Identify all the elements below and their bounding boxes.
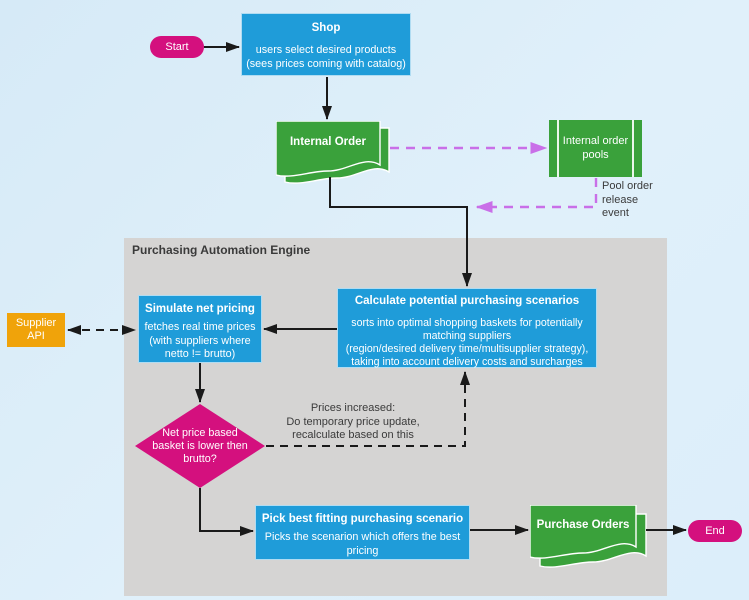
pools-title: Internal order pools (562, 135, 629, 161)
purchase-orders-title: Purchase Orders (536, 519, 630, 531)
shop-process: Shop users select desired products (sees… (241, 13, 411, 76)
prices-note-line: recalculate based on this (292, 429, 414, 441)
simulate-net-pricing-process: Simulate net pricing fetches real time p… (138, 295, 262, 363)
calculate-body-line: taking into account delivery costs and s… (351, 356, 583, 368)
calculate-body-line: sorts into optimal shopping baskets for … (351, 317, 583, 329)
internal-order-title: Internal Order (289, 136, 367, 148)
pools-side-line (557, 120, 559, 177)
pick-title: Pick best fitting purchasing scenario (261, 513, 464, 525)
end-terminator: End (688, 520, 742, 542)
decision-line: Net price based (162, 426, 238, 439)
simulate-body-line: netto != brutto) (164, 348, 236, 360)
pool-release-annotation: Pool order release event (602, 180, 653, 219)
end-label: End (705, 525, 725, 537)
prices-note-line: Prices increased: (310, 402, 396, 414)
container-title: Purchasing Automation Engine (132, 243, 311, 257)
start-terminator: Start (150, 36, 204, 58)
calculate-title: Calculate potential purchasing scenarios (354, 295, 580, 307)
simulate-body-line: fetches real time prices (144, 321, 256, 333)
calculate-body-line: (region/desired delivery time/multisuppl… (345, 343, 589, 355)
start-label: Start (165, 41, 189, 53)
simulate-body-line: (with suppliers where (149, 334, 251, 347)
document-front-sheet (529, 504, 637, 559)
net-price-decision: Net price based basket is lower then bru… (135, 404, 265, 488)
pick-body-line: Picks the scenarion which offers the bes… (264, 531, 461, 543)
shop-title: Shop (311, 22, 341, 34)
decision-diamond-shape (135, 404, 265, 488)
pick-best-scenario-process: Pick best fitting purchasing scenario Pi… (255, 505, 470, 560)
shop-body-line: (sees prices coming with catalog) (246, 57, 406, 70)
internal-order-pools-process: Internal order pools (549, 120, 642, 177)
supplier-api-title: Supplier API (15, 317, 57, 342)
decision-line: basket is lower then (152, 439, 248, 452)
prices-note-line: Do temporary price update, (286, 415, 420, 428)
supplier-api-external: Supplier API (7, 313, 65, 347)
simulate-title: Simulate net pricing (145, 303, 255, 315)
internal-order-document: Internal Order (275, 120, 390, 188)
document-front-sheet (275, 120, 381, 177)
shop-body-line: users select desired products (255, 44, 397, 56)
calculate-body-line: matching suppliers (422, 330, 512, 342)
prices-increased-annotation: Prices increased: Do temporary price upd… (277, 402, 429, 443)
purchase-orders-document: Purchase Orders (529, 504, 647, 573)
connector-pool-release-event (475, 178, 598, 213)
calculate-scenarios-process: Calculate potential purchasing scenarios… (337, 288, 597, 368)
document-shape (529, 504, 647, 568)
document-shape (275, 120, 390, 184)
pools-side-line (632, 120, 634, 177)
pick-body-line: pricing (346, 544, 379, 557)
decision-line: brutto? (183, 452, 217, 465)
